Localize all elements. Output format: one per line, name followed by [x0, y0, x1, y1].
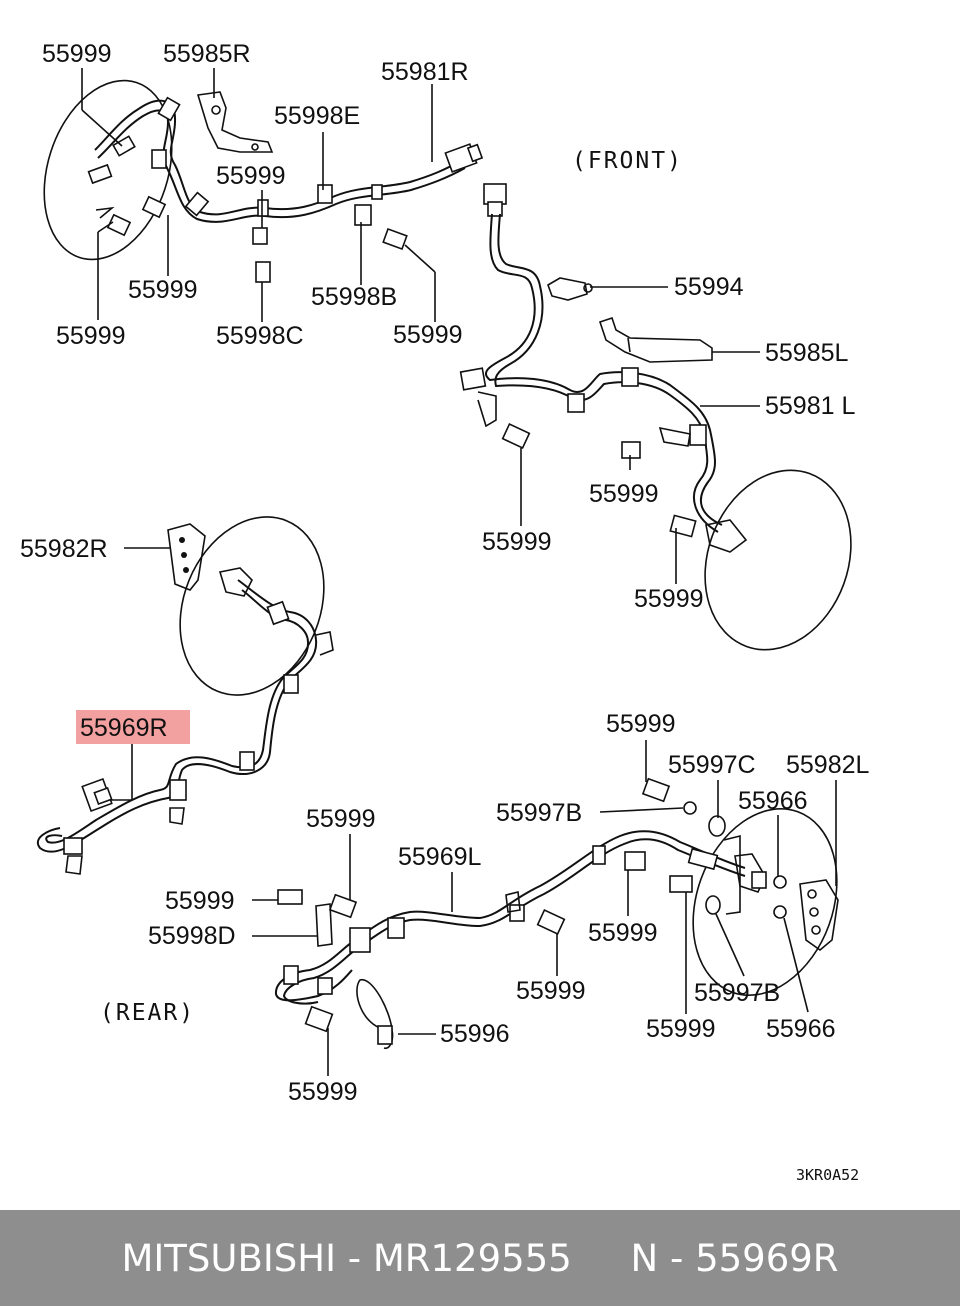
parts-diagram: 55999 55985R 55981R 55998E (FRONT) 55999… [20, 40, 870, 1184]
label-55998D: 55998D [148, 922, 236, 950]
label-55999: 55999 [482, 528, 552, 556]
label-55982L: 55982L [786, 751, 870, 779]
label-55999: 55999 [634, 585, 704, 613]
front-note: (FRONT) [572, 148, 683, 174]
label-55999: 55999 [606, 710, 676, 738]
label-55985R: 55985R [163, 40, 251, 68]
label-55985L: 55985L [765, 339, 849, 367]
footer-bar: MITSUBISHI - MR129555 N - 55969R [0, 1210, 960, 1306]
front-left-assembly [459, 183, 852, 651]
drawing-code: 3KR0A52 [796, 1166, 859, 1184]
rear-note: (REAR) [100, 1000, 195, 1026]
label-55999: 55999 [42, 40, 112, 68]
label-55999: 55999 [588, 919, 658, 947]
rear-right-assembly [37, 516, 334, 875]
label-55999: 55999 [288, 1078, 358, 1106]
label-55999: 55999 [216, 162, 286, 190]
label-55999: 55999 [128, 276, 198, 304]
callout-labels: 55999 55985R 55981R 55998E (FRONT) 55999… [20, 40, 870, 1184]
label-55999: 55999 [589, 480, 659, 508]
label-55999: 55999 [56, 322, 126, 350]
label-55969R: 55969R [80, 714, 168, 742]
label-55966: 55966 [766, 1015, 836, 1043]
label-55982R: 55982R [20, 535, 108, 563]
label-55999: 55999 [646, 1015, 716, 1043]
label-55966: 55966 [738, 787, 808, 815]
label-55996: 55996 [440, 1020, 510, 1048]
leader-lines [81, 68, 837, 1076]
label-55981R: 55981R [381, 58, 469, 86]
rear-left-assembly [275, 777, 839, 1050]
label-55969L: 55969L [398, 843, 482, 871]
label-55999: 55999 [516, 977, 586, 1005]
label-55999: 55999 [165, 887, 235, 915]
label-55998C: 55998C [216, 322, 304, 350]
label-55999: 55999 [306, 805, 376, 833]
label-55998E: 55998E [274, 102, 360, 130]
label-55997B: 55997B [496, 799, 582, 827]
label-55997C: 55997C [668, 751, 756, 779]
label-55999: 55999 [393, 321, 463, 349]
front-right-assembly [43, 79, 484, 283]
label-55981L: 55981 L [765, 392, 855, 420]
label-55994: 55994 [674, 273, 744, 301]
highlight-55969R [76, 710, 190, 744]
part-number-caption: MITSUBISHI - MR129555 N - 55969R [121, 1236, 839, 1280]
label-55998B: 55998B [311, 283, 397, 311]
label-55997B: 55997B [694, 979, 780, 1007]
